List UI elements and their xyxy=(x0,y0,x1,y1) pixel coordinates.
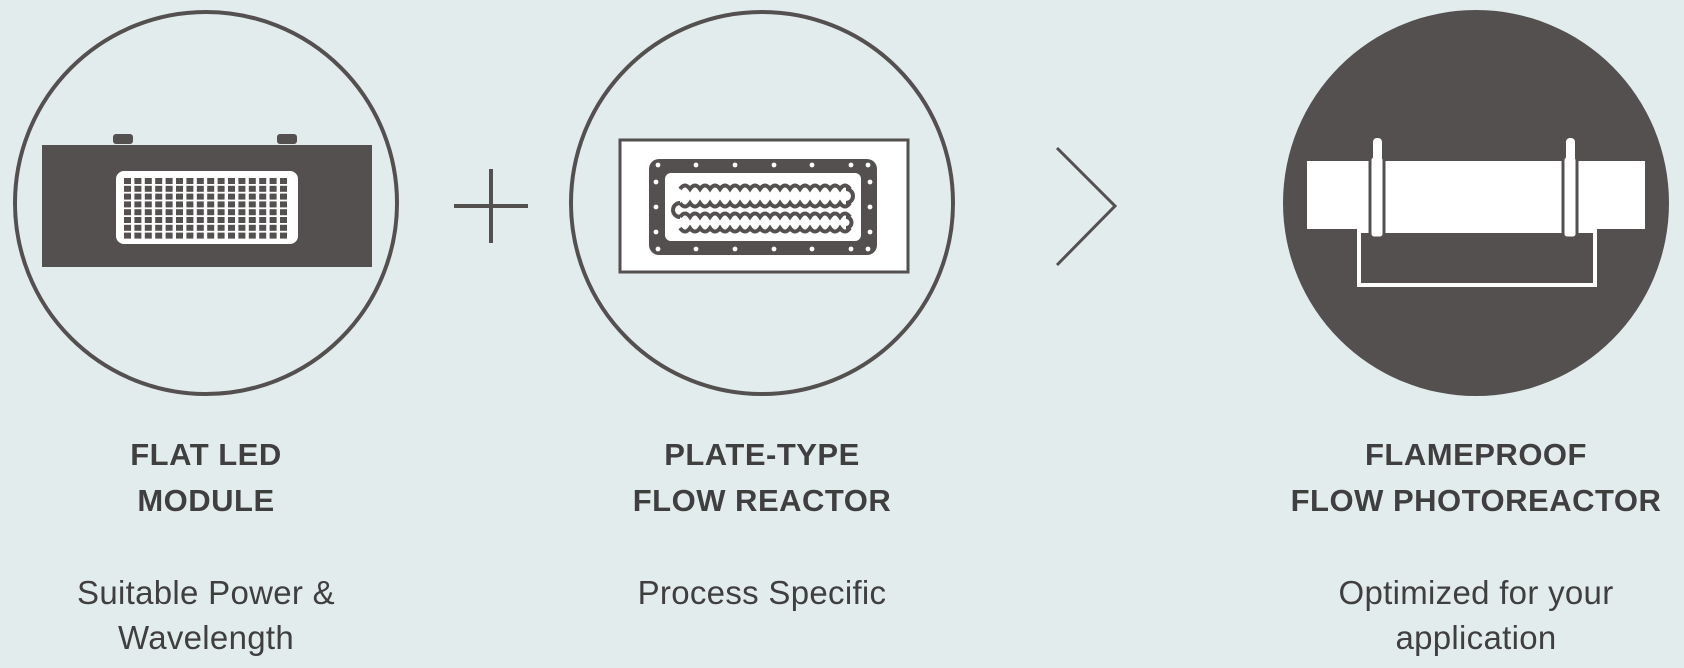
item-subtitle-photoreactor: Optimized for your application xyxy=(1338,574,1614,656)
item-subtitle-plate-reactor: Process Specific xyxy=(637,574,887,611)
item-title-photoreactor: FLAMEPROOF FLOW PHOTOREACTOR xyxy=(1290,437,1662,518)
plate-reactor-icon xyxy=(569,10,955,396)
item-subtitle-led-module: Suitable Power & Wavelength xyxy=(77,574,335,656)
item-title-plate-reactor: PLATE-TYPE FLOW REACTOR xyxy=(632,437,892,518)
photoreactor-icon xyxy=(1283,10,1669,396)
plus-icon xyxy=(454,169,528,243)
item-title-led-module: FLAT LED MODULE xyxy=(130,437,282,518)
led-module-icon xyxy=(13,10,399,396)
chevron-right-icon xyxy=(1055,146,1118,267)
